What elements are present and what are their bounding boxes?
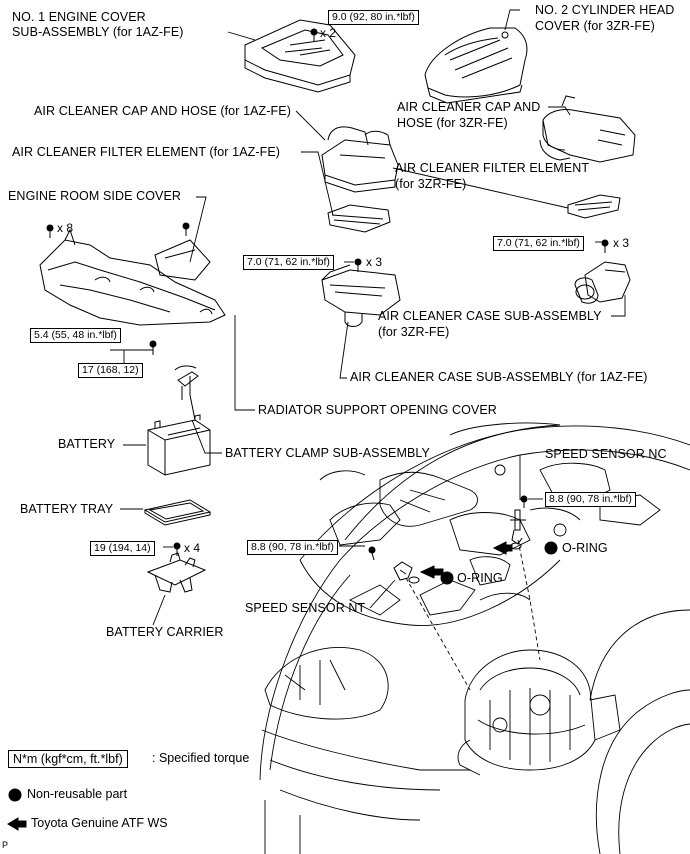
battery-carrier-illustration <box>146 552 207 593</box>
label-no1-engine-cover: NO. 1 ENGINE COVER <box>12 10 146 24</box>
leader-lines <box>110 9 626 626</box>
nonreusable-dot-nt <box>440 571 454 585</box>
legend-nonreusable-icon <box>8 788 22 802</box>
label-radiator-cover: RADIATOR SUPPORT OPENING COVER <box>258 403 497 417</box>
bolt-icon-engine-cover <box>310 28 318 42</box>
bolt-icon-case-3zr <box>601 239 609 253</box>
bolt-icon-nt <box>368 546 376 561</box>
label-oring-nc: O-RING <box>562 541 608 555</box>
torque-case-1az: 7.0 (71, 62 in.*lbf) <box>243 255 334 270</box>
label-filter-1az: AIR CLEANER FILTER ELEMENT (for 1AZ-FE) <box>12 145 281 159</box>
footer-code: P <box>2 840 9 850</box>
torque-carrier: 19 (194, 14) <box>90 541 155 556</box>
torque-nt: 8.8 (90, 78 in.*lbf) <box>247 540 338 555</box>
torque-case-3zr: 7.0 (71, 62 in.*lbf) <box>493 236 584 251</box>
no1-engine-cover-illustration <box>244 19 356 93</box>
label-speed-sensor-nt: SPEED SENSOR NT <box>245 601 366 615</box>
air-cleaner-cap-1az-illustration <box>321 126 399 193</box>
bolt-icon-side-cover <box>182 222 190 236</box>
legend-torque-box: N*m (kgf*cm, ft.*lbf) <box>8 750 128 768</box>
bolt-icon-radiator <box>46 224 54 238</box>
torque-clamp-bottom: 17 (168, 12) <box>78 363 143 378</box>
label-engine-room-side-cover: ENGINE ROOM SIDE COVER <box>8 189 182 203</box>
label-case-3zr-1: AIR CLEANER CASE SUB-ASSEMBLY <box>378 309 602 323</box>
bolt-icon-nc <box>520 495 528 508</box>
no2-cylinder-head-cover-illustration <box>424 27 528 104</box>
label-no1-engine-cover-sub: SUB-ASSEMBLY (for 1AZ-FE) <box>12 25 184 39</box>
label-air-cleaner-cap-1az: AIR CLEANER CAP AND HOSE (for 1AZ-FE) <box>34 104 291 118</box>
label-battery-carrier: BATTERY CARRIER <box>106 625 224 639</box>
air-cleaner-case-3zr-illustration <box>574 261 631 304</box>
bolt-icon-carrier <box>173 542 181 556</box>
nonreusable-dot-nc <box>544 541 558 555</box>
transaxle-illustration <box>457 649 621 776</box>
label-case-3zr-2: (for 3ZR-FE) <box>378 325 450 339</box>
label-battery-clamp: BATTERY CLAMP SUB-ASSEMBLY <box>225 446 430 460</box>
battery-clamp-illustration <box>174 365 199 421</box>
legend-atf-text: Toyota Genuine ATF WS <box>31 816 168 830</box>
label-no2-cylinder-head: NO. 2 CYLINDER HEAD <box>535 3 675 17</box>
label-oring-nt: O-RING <box>457 571 503 585</box>
label-air-cleaner-cap-3zr-1: AIR CLEANER CAP AND <box>397 100 541 114</box>
qty-side-cover: x 8 <box>57 221 74 235</box>
oring-nt-illustration <box>408 576 420 584</box>
legend-nonreusable-text: Non-reusable part <box>27 787 128 801</box>
qty-engine-cover: x 2 <box>320 26 337 40</box>
label-battery: BATTERY <box>58 437 116 451</box>
torque-nc: 8.8 (90, 78 in.*lbf) <box>545 492 636 507</box>
atf-arrow-icon-nt <box>419 565 444 579</box>
air-filter-1az-illustration <box>327 204 391 233</box>
torque-engine-cover: 9.0 (92, 80 in.*lbf) <box>328 10 419 25</box>
label-no2-cylinder-head-sub: COVER (for 3ZR-FE) <box>535 19 655 33</box>
air-cleaner-cap-3zr-illustration <box>539 95 636 163</box>
atf-arrow-icon-nc <box>492 541 513 555</box>
torque-clamp-top: 5.4 (55, 48 in.*lbf) <box>30 328 121 343</box>
battery-illustration <box>147 414 211 476</box>
qty-carrier: x 4 <box>184 541 201 555</box>
qty-case-3zr: x 3 <box>613 236 630 250</box>
label-air-cleaner-cap-3zr-2: HOSE (for 3ZR-FE) <box>397 116 508 130</box>
label-case-1az: AIR CLEANER CASE SUB-ASSEMBLY (for 1AZ-F… <box>350 370 648 384</box>
speed-sensor-nc-illustration <box>510 509 526 545</box>
bolt-icon-case-1az <box>354 258 362 272</box>
vehicle-front-illustration <box>259 422 690 854</box>
label-filter-3zr-1: AIR CLEANER FILTER ELEMENT <box>395 161 590 175</box>
battery-tray-illustration <box>143 499 212 526</box>
radiator-support-cover-illustration <box>39 228 226 326</box>
label-battery-tray: BATTERY TRAY <box>20 502 114 516</box>
air-cleaner-case-1az-illustration <box>321 264 401 327</box>
label-filter-3zr-2: (for 3ZR-FE) <box>395 177 467 191</box>
legend-atf-arrow-icon <box>7 817 27 831</box>
air-filter-3zr-illustration <box>567 194 621 219</box>
speed-sensor-nt-illustration <box>393 561 413 581</box>
label-speed-sensor-nc: SPEED SENSOR NC <box>545 447 667 461</box>
qty-case-1az: x 3 <box>366 255 383 269</box>
legend-torque-text: : Specified torque <box>152 751 250 765</box>
